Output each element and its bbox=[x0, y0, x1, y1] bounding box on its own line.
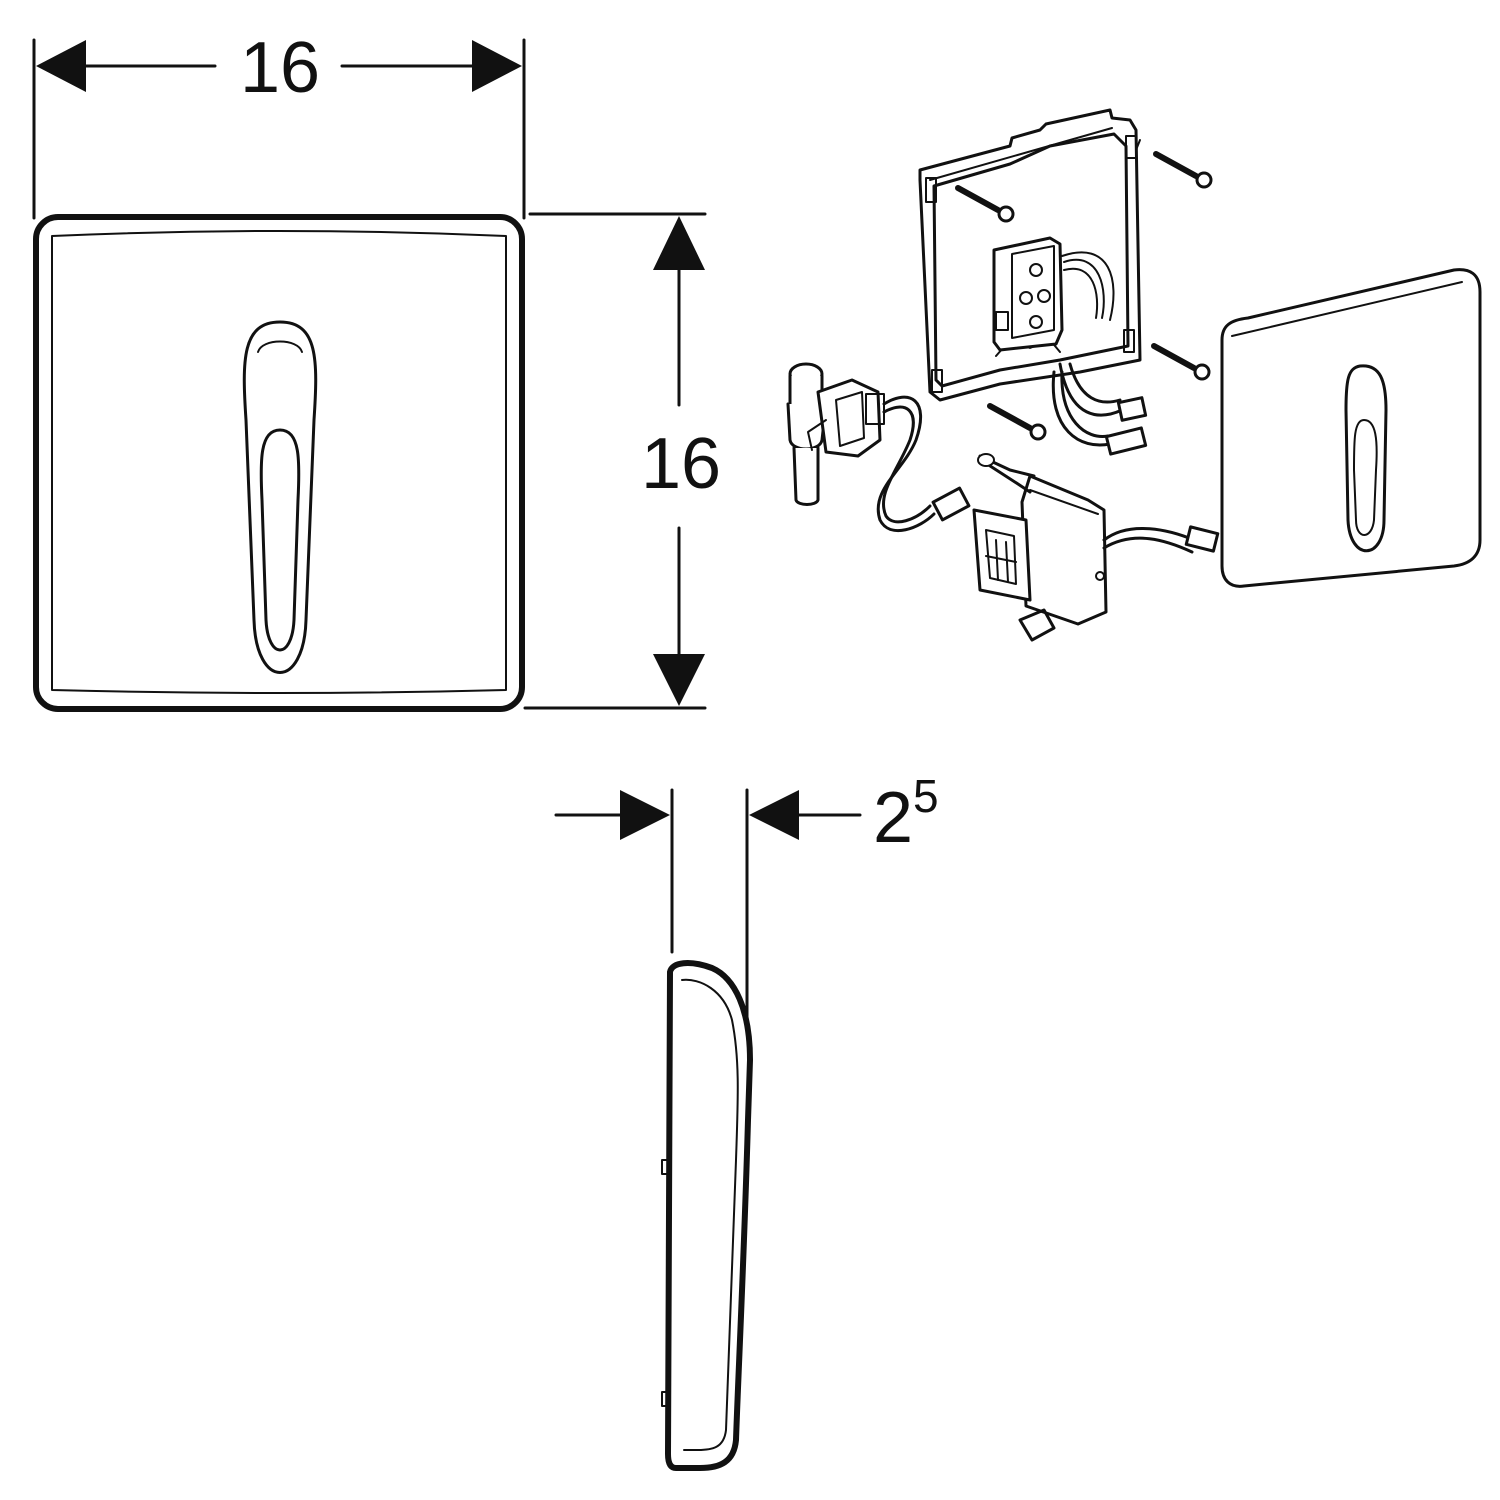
sensor-window bbox=[242, 320, 318, 674]
frame-cables bbox=[1051, 362, 1148, 456]
depth-base: 2 bbox=[873, 778, 913, 858]
solenoid-valve bbox=[786, 362, 971, 532]
front-view-plate bbox=[33, 214, 525, 712]
height-label: 16 bbox=[641, 424, 721, 504]
depth-superscript: 5 bbox=[913, 770, 939, 822]
screw-bottom bbox=[987, 403, 1047, 441]
arrow-up bbox=[653, 216, 705, 270]
box-plug bbox=[1184, 525, 1220, 553]
connector-block bbox=[992, 236, 1115, 352]
depth-label: 25 bbox=[873, 770, 939, 858]
arrow-down bbox=[653, 654, 705, 706]
frame-plug-2 bbox=[1104, 426, 1148, 456]
width-dimension: 16 bbox=[32, 28, 526, 220]
valve-plug bbox=[931, 486, 971, 522]
screw-top-right bbox=[1153, 151, 1213, 189]
exploded-view bbox=[786, 108, 1482, 642]
electronics-box bbox=[972, 453, 1220, 642]
arrow-inward-right bbox=[749, 790, 799, 840]
height-dimension: 16 bbox=[523, 212, 721, 710]
arrow-inward-left bbox=[620, 790, 670, 840]
screw-mid-right bbox=[1151, 343, 1211, 381]
screw-top-left bbox=[955, 185, 1015, 223]
width-label: 16 bbox=[240, 28, 320, 108]
arrow-right bbox=[472, 40, 522, 92]
arrow-left bbox=[36, 40, 86, 92]
side-view-plate bbox=[661, 960, 753, 1471]
frame-plug-1 bbox=[1116, 396, 1148, 422]
exploded-cover-plate bbox=[1220, 268, 1482, 588]
